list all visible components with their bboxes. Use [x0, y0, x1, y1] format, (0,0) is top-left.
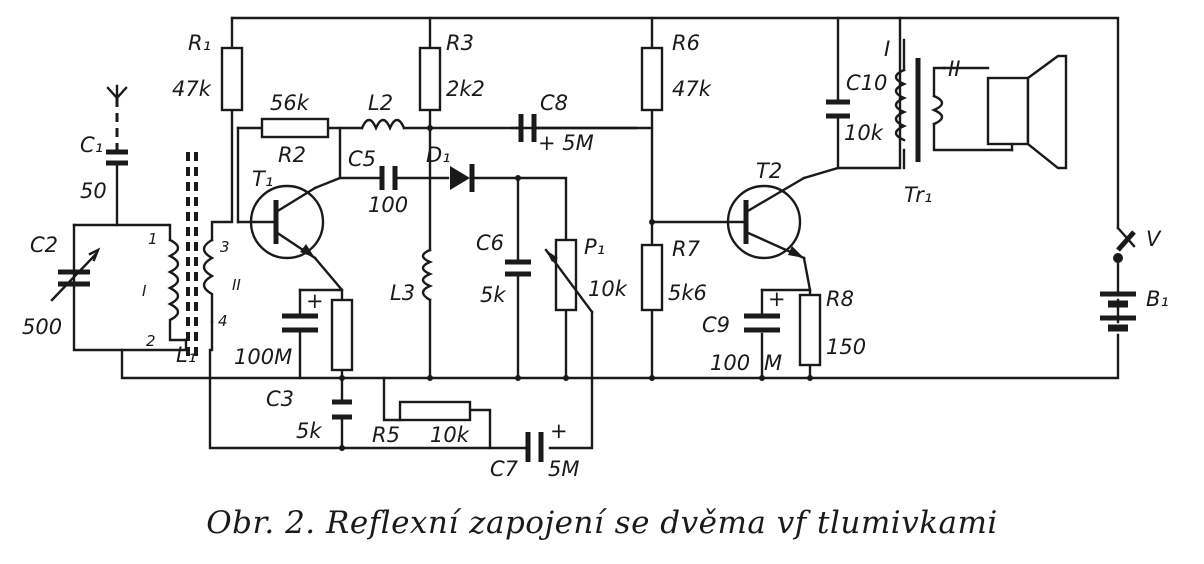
capacitor-c6 — [505, 259, 531, 277]
label-l3: L3 — [390, 281, 415, 305]
resistor-r2 — [260, 117, 330, 139]
label-c3-value: 100M — [234, 345, 292, 369]
label-c2: C2 — [30, 233, 58, 257]
label-r6-value: 47k — [672, 77, 712, 101]
label-c8-value: + 5M — [538, 131, 594, 155]
label-l1-winding-i: I — [142, 282, 147, 300]
transistor-t2 — [726, 176, 806, 260]
label-r8-value: 150 — [826, 335, 866, 359]
label-c9-value: 100 — [710, 351, 750, 375]
label-c7-value: 5M — [548, 457, 579, 481]
label-d1: D₁ — [426, 143, 451, 167]
label-tr-secondary: II — [948, 57, 960, 81]
resistor-r5 — [398, 400, 472, 422]
label-switch-v: V — [1146, 227, 1162, 251]
label-r2-value: 56k — [270, 91, 310, 115]
figure-caption: Obr. 2. Reflexní zapojení se dvěma vf tl… — [206, 505, 998, 541]
label-c3: C3 — [266, 387, 294, 411]
label-p1-value: 10k — [588, 277, 628, 301]
variable-capacitor-c2 — [50, 247, 101, 302]
battery-b1 — [1100, 291, 1136, 332]
junction-dots — [339, 125, 813, 451]
transistor-t1 — [236, 184, 325, 260]
capacitor-c5 — [379, 166, 398, 190]
label-tr1: Tr₁ — [904, 183, 932, 207]
label-r8: R8 — [826, 287, 854, 311]
resistor-t1-emitter — [330, 298, 354, 372]
label-r7: R7 — [672, 237, 701, 261]
label-t2: T2 — [756, 159, 782, 183]
capacitor-c8 — [518, 114, 537, 142]
label-c5-value: 100 — [368, 193, 408, 217]
label-r5-value: 10k — [430, 423, 470, 447]
label-c9: C9 — [702, 313, 730, 337]
capacitor-c7 — [524, 432, 544, 462]
capacitor-c1 — [106, 149, 128, 166]
label-r3-value: 2k2 — [446, 77, 485, 101]
label-l1-pin3: 3 — [220, 238, 230, 256]
circuit-schematic: R₁ 47k 56k R2 L2 R3 2k2 C8 + 5M R6 47k C… — [22, 16, 1169, 481]
label-l1-winding-ii: II — [232, 276, 241, 294]
label-c1: C₁ — [80, 133, 103, 157]
label-b1: B₁ — [1146, 287, 1169, 311]
wiring — [72, 16, 1136, 450]
ferrite-antenna-coil-l1 — [167, 152, 215, 360]
diode-d1 — [450, 164, 475, 192]
label-r5: R5 — [372, 423, 400, 447]
label-c5: C5 — [348, 147, 376, 171]
resistor-r7 — [640, 243, 664, 312]
label-c10: C10 — [846, 71, 887, 95]
label-c6: C6 — [476, 231, 504, 255]
label-c9-plus: + — [768, 287, 786, 311]
resistor-r3 — [418, 46, 442, 112]
label-c10-value: 10k — [844, 121, 884, 145]
potentiometer-p1 — [544, 238, 594, 314]
label-r6: R6 — [672, 31, 700, 55]
resistor-r8 — [798, 293, 822, 367]
capacitor-c3 — [282, 313, 318, 333]
inductor-l2 — [360, 118, 406, 131]
component-labels: R₁ 47k 56k R2 L2 R3 2k2 C8 + 5M R6 47k C… — [22, 31, 1169, 481]
switch-v — [1113, 230, 1136, 263]
label-l2: L2 — [368, 91, 393, 115]
label-l1-pin2: 2 — [146, 332, 156, 350]
label-r3: R3 — [446, 31, 474, 55]
label-tr-primary: I — [884, 37, 890, 61]
inductor-l3 — [421, 248, 434, 302]
label-c1-value: 50 — [80, 179, 107, 203]
label-c3-plus: + — [306, 289, 324, 313]
resistor-r1 — [220, 46, 244, 112]
label-r1: R₁ — [188, 31, 211, 55]
label-t1: T₁ — [252, 167, 273, 191]
label-l1-pin4: 4 — [218, 312, 228, 330]
label-c8: C8 — [540, 91, 568, 115]
label-r7-value: 5k6 — [668, 281, 707, 305]
resistor-r6 — [640, 46, 664, 112]
label-c-5k-value: 5k — [296, 419, 322, 443]
label-c9-m: M — [764, 351, 782, 375]
label-c6-value: 5k — [480, 283, 506, 307]
output-transformer — [894, 58, 1014, 162]
label-l1: L₁ — [176, 343, 196, 367]
capacitor-c10 — [826, 99, 850, 119]
label-p1: P₁ — [584, 235, 605, 259]
label-r2: R2 — [278, 143, 306, 167]
capacitor-c9 — [744, 313, 780, 333]
label-c2-value: 500 — [22, 315, 62, 339]
antenna-icon — [106, 84, 128, 150]
label-c7: C7 — [490, 457, 519, 481]
loudspeaker-icon — [942, 54, 1068, 170]
label-l1-pin1: 1 — [148, 230, 158, 248]
label-r1-value: 47k — [172, 77, 212, 101]
capacitor-5k — [332, 399, 352, 420]
label-c7-plus: + — [550, 419, 568, 443]
